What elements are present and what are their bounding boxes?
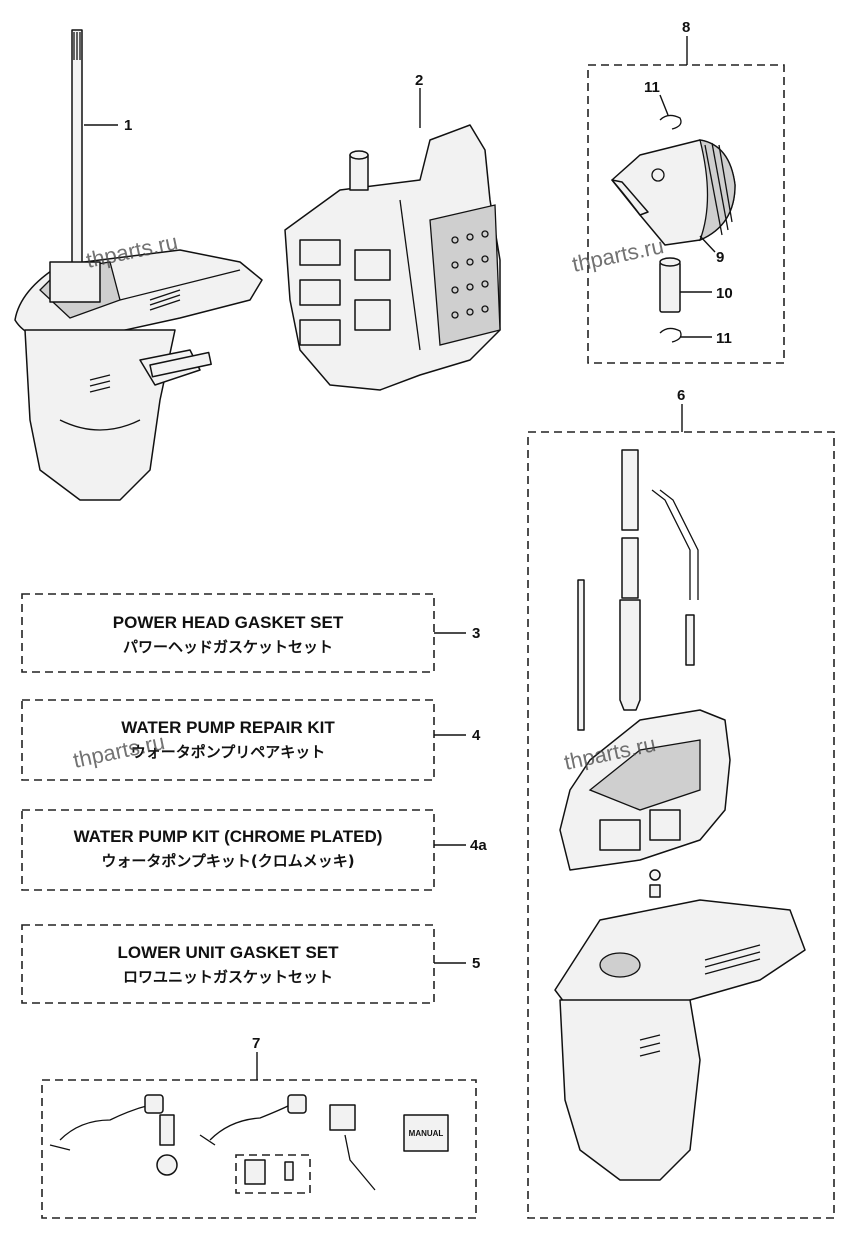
- manual-label: MANUAL: [409, 1129, 444, 1138]
- kit-8-boundary: [587, 64, 785, 364]
- callout-11-top: 11: [644, 79, 660, 96]
- callout-4a: 4a: [470, 837, 487, 854]
- callout-10: 10: [716, 285, 733, 302]
- part-6-lower-casing-illustration: [554, 869, 806, 1181]
- watermark-3: thparts.ru: [71, 729, 167, 773]
- kit-4-name-jp: ウォータポンプリペアキット: [131, 743, 326, 761]
- kit-3-name-jp: パワーヘッドガスケットセット: [123, 638, 333, 656]
- callout-2: 2: [415, 72, 423, 89]
- kit-5-name-jp: ロワユニットガスケットセット: [123, 968, 333, 986]
- kit-box-4: WATER PUMP REPAIR KIT ウォータポンプリペアキット: [21, 699, 435, 781]
- callout-5: 5: [472, 955, 480, 972]
- part-7-harness-illustration: MANUAL: [49, 1094, 449, 1194]
- kit-3-name-en: POWER HEAD GASKET SET: [113, 613, 344, 632]
- callout-4: 4: [472, 727, 481, 744]
- part-1-driveshaft-lower-unit-illustration: [14, 29, 263, 501]
- callout-11-bottom: 11: [716, 330, 732, 347]
- kit-4-name-en: WATER PUMP REPAIR KIT: [121, 718, 335, 737]
- part-2-powerhead-illustration: [284, 124, 501, 391]
- kit-5-name-en: LOWER UNIT GASKET SET: [118, 943, 340, 962]
- callout-9: 9: [716, 249, 724, 266]
- callout-6: 6: [677, 387, 685, 404]
- watermark-2: thparts.ru: [570, 233, 666, 277]
- part-11-circlip-illustration: [659, 114, 682, 343]
- part-10-piston-pin-illustration: [659, 257, 681, 313]
- part-6-upper-casing-illustration: [559, 709, 731, 871]
- callout-8: 8: [682, 19, 690, 36]
- callout-3: 3: [472, 625, 480, 642]
- part-6-driveshaft-kit-illustration: [577, 449, 699, 731]
- kit-box-4a: WATER PUMP KIT (CHROME PLATED) ウォータポンプキッ…: [21, 809, 435, 891]
- callout-1: 1: [124, 117, 132, 134]
- leader-lines: [84, 36, 716, 1080]
- kit-4a-name-jp: ウォータポンプキット(クロムメッキ): [101, 852, 354, 870]
- kit-box-3: POWER HEAD GASKET SET パワーヘッドガスケットセット: [21, 593, 435, 673]
- kit-4a-name-en: WATER PUMP KIT (CHROME PLATED): [74, 827, 383, 846]
- kit-box-5: LOWER UNIT GASKET SET ロワユニットガスケットセット: [21, 924, 435, 1004]
- part-9-piston-illustration: [611, 139, 736, 246]
- callout-7: 7: [252, 1035, 260, 1052]
